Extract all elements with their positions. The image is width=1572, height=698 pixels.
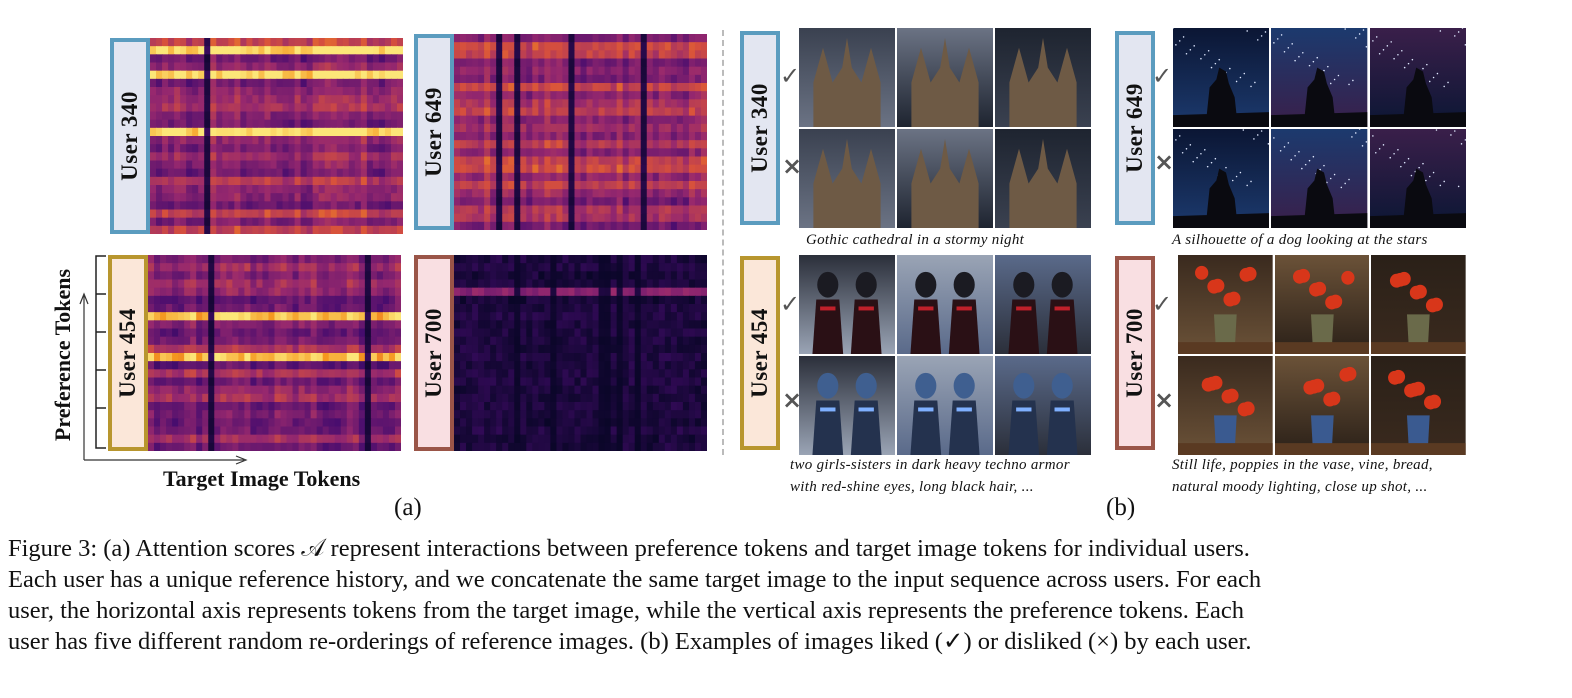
- example-image: [995, 255, 1091, 354]
- panel-a-label: (a): [394, 494, 422, 521]
- image-grid-454: [799, 255, 1091, 455]
- user-label-text: User 649: [1122, 83, 1147, 173]
- prompt-line: Still life, poppies in the vase, vine, b…: [1172, 457, 1433, 473]
- y-axis-label: Preference Tokens: [50, 268, 75, 442]
- example-image: [995, 28, 1091, 127]
- user-label-700-b: User 700: [1115, 256, 1155, 450]
- prompt-649: A silhouette of a dog looking at the sta…: [1172, 229, 1428, 251]
- disliked-cross-icon: ×: [782, 152, 803, 180]
- disliked-cross-icon: ×: [782, 386, 803, 414]
- attention-heatmap-454: [148, 255, 401, 451]
- caption-line: user has five different random re-orderi…: [8, 628, 1252, 655]
- user-label-text: User 700: [421, 308, 446, 398]
- user-label-text: User 700: [1122, 308, 1147, 398]
- example-image: [1274, 255, 1370, 354]
- example-image: [897, 255, 993, 354]
- example-image: [1173, 28, 1270, 127]
- example-image: [799, 129, 895, 228]
- example-image: [897, 28, 993, 127]
- liked-check-icon: ✓: [780, 62, 801, 90]
- example-image: [897, 356, 993, 455]
- prompt-line: Gothic cathedral in a stormy night: [806, 232, 1025, 248]
- axis-arrows: [79, 255, 248, 465]
- disliked-cross-icon: ×: [1154, 148, 1175, 176]
- prompt-340: Gothic cathedral in a stormy night: [806, 229, 1024, 251]
- prompt-line: A silhouette of a dog looking at the sta…: [1172, 232, 1428, 248]
- liked-check-icon: ✓: [1152, 290, 1173, 318]
- example-image: [1369, 28, 1466, 127]
- caption-line: Figure 3: (a) Attention scores 𝒜 represe…: [8, 535, 1250, 562]
- user-label-text: User 454: [747, 308, 772, 398]
- example-image: [1178, 255, 1273, 354]
- prompt-line: natural moody lighting, close up shot, .…: [1172, 479, 1428, 495]
- example-image: [799, 28, 895, 127]
- attention-heatmap-340: [150, 38, 403, 234]
- example-image: [1369, 129, 1466, 228]
- user-label-649: User 649: [414, 34, 454, 230]
- user-label-text: User 649: [421, 87, 446, 177]
- user-label-text: User 340: [117, 91, 142, 181]
- example-image: [1178, 356, 1273, 455]
- caption-line: user, the horizontal axis represents tok…: [8, 597, 1245, 624]
- liked-check-icon: ✓: [780, 290, 801, 318]
- x-axis-label: Target Image Tokens: [163, 466, 361, 491]
- example-image: [1271, 129, 1368, 228]
- panel-divider: [722, 30, 724, 455]
- image-grid-340: [799, 28, 1091, 228]
- example-image: [897, 129, 993, 228]
- example-image: [1271, 28, 1368, 127]
- image-grid-700: [1178, 255, 1466, 455]
- attention-heatmap-649: [454, 34, 707, 230]
- user-label-text: User 340: [747, 83, 772, 173]
- user-label-340-b: User 340: [740, 31, 780, 225]
- example-image: [1371, 356, 1466, 455]
- example-image: [1371, 255, 1466, 354]
- panel-b-label: (b): [1106, 494, 1136, 521]
- user-label-454-b: User 454: [740, 256, 780, 450]
- disliked-cross-icon: ×: [1154, 386, 1175, 414]
- figure-caption: Figure 3: (a) Attention scores 𝒜 represe…: [8, 533, 1564, 657]
- caption-line: Each user has a unique reference history…: [8, 566, 1262, 593]
- prompt-line: with red-shine eyes, long black hair, ..…: [790, 479, 1034, 495]
- user-label-340: User 340: [110, 38, 150, 234]
- example-image: [1173, 129, 1270, 228]
- example-image: [1274, 356, 1370, 455]
- liked-check-icon: ✓: [1152, 62, 1173, 90]
- prompt-700: Still life, poppies in the vase, vine, b…: [1172, 454, 1433, 498]
- user-label-649-b: User 649: [1115, 31, 1155, 225]
- example-image: [799, 356, 895, 455]
- user-label-700: User 700: [414, 255, 454, 451]
- example-image: [995, 129, 1091, 228]
- example-image: [799, 255, 895, 354]
- example-image: [995, 356, 1091, 455]
- user-label-454: User 454: [108, 255, 148, 451]
- prompt-line: two girls-sisters in dark heavy techno a…: [790, 457, 1070, 473]
- image-grid-649: [1173, 28, 1466, 228]
- attention-heatmap-700: [454, 255, 707, 451]
- prompt-454: two girls-sisters in dark heavy techno a…: [790, 454, 1070, 498]
